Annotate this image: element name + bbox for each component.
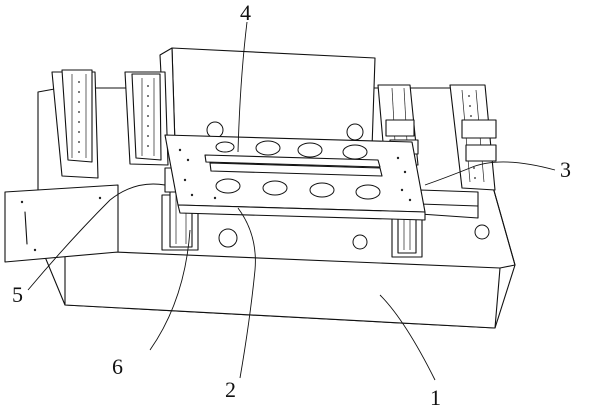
- left-rail-inner-dots: [147, 85, 149, 147]
- top-carrier-plate: [164, 134, 426, 221]
- carrier-bolt-dots: [178, 148, 412, 202]
- left-rail-inner: [124, 71, 169, 166]
- right-rail-outer-dots: [468, 95, 476, 179]
- callout-1: 1: [430, 385, 441, 410]
- callout-3: 3: [560, 157, 571, 182]
- left-side-plate: [4, 184, 119, 263]
- left-rail-outer-dots: [78, 81, 80, 153]
- lower-plate: [419, 189, 479, 219]
- center-raised-block: [159, 47, 376, 151]
- left-rail-outer: [51, 69, 99, 179]
- callout-4: 4: [240, 0, 251, 25]
- callout-6: 6: [112, 354, 123, 379]
- carrier-holes-lower: [215, 178, 381, 200]
- callout-5: 5: [12, 282, 23, 307]
- carrier-holes-upper: [215, 140, 368, 160]
- leader-lines: [27, 21, 556, 381]
- callout-2: 2: [225, 377, 236, 402]
- callout-labels: 4 3 5 6 2 1: [12, 0, 571, 410]
- carrier-slots: [204, 154, 383, 177]
